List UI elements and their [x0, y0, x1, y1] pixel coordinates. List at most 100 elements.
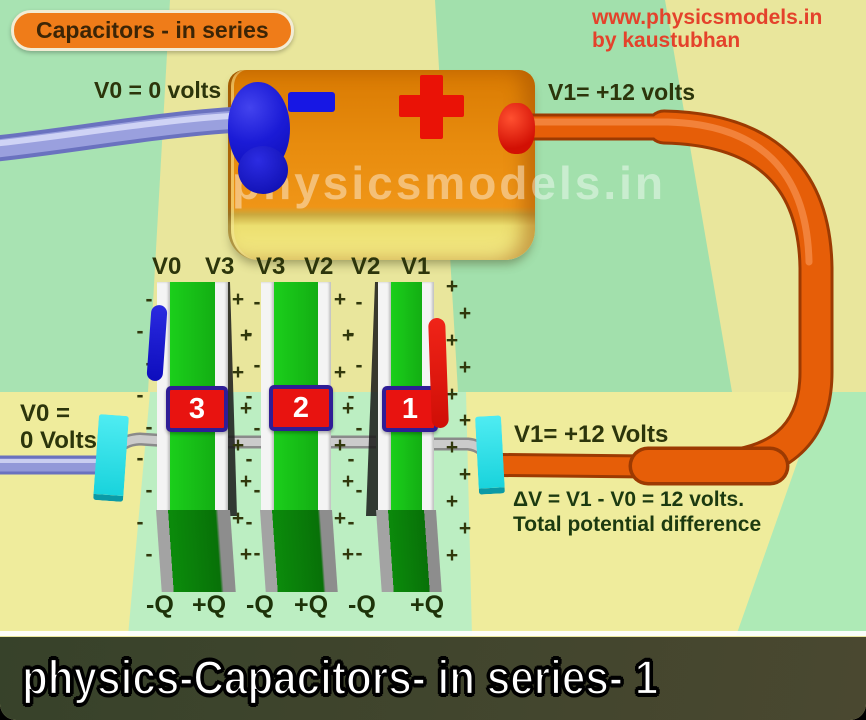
minus-sign: -	[355, 479, 363, 503]
lesson-title-badge: Capacitors - in series	[11, 10, 294, 51]
orange-wire-tail	[493, 456, 711, 476]
cap3-negative-charge-label: -Q	[146, 591, 174, 619]
minus-sign: -	[136, 383, 144, 407]
cap2-negative-charge-label: -Q	[246, 591, 274, 619]
potential-difference-summary: ΔV = V1 - V0 = 12 volts. Total potential…	[513, 487, 761, 537]
plate-label-1: V3	[205, 253, 235, 280]
blue-wire	[0, 110, 261, 158]
capacitor-1	[366, 282, 442, 594]
capacitor-3-number: 3	[188, 392, 206, 425]
capacitor-1-number: 1	[401, 392, 419, 425]
minus-sign: -	[253, 479, 261, 503]
minus-sign: -	[136, 447, 144, 471]
minus-sign: -	[355, 542, 363, 565]
minus-sign: -	[145, 479, 153, 503]
divider-line	[0, 631, 866, 636]
left-node-voltage-line1: V0 =	[20, 400, 71, 427]
plate-label-4: V2	[351, 253, 381, 280]
minus-sign: -	[145, 543, 153, 566]
minus-column-cap2-left: ---------	[245, 291, 267, 565]
minus-sign: -	[253, 353, 261, 377]
left-node-voltage: V0 = 0 Volts	[20, 400, 97, 454]
battery-negative-voltage-label: V0 = 0 volts	[94, 77, 222, 103]
capacitor-2-base	[260, 510, 338, 592]
plus-sign: +	[445, 275, 459, 298]
minus-sign: -	[145, 288, 153, 311]
minus-sign: -	[355, 291, 363, 314]
plus-sign: +	[231, 360, 245, 384]
minus-sign: -	[136, 319, 144, 343]
blue-wire-highlight	[0, 112, 253, 147]
plate-label-5: V1	[401, 253, 431, 280]
minus-column-cap1-left: ---------	[347, 291, 369, 565]
battery-positive-terminal	[498, 103, 535, 154]
right-node-voltage: V1= +12 Volts	[514, 421, 669, 448]
video-title: physics-Capacitors- in series- 1	[21, 651, 659, 706]
capacitor-3	[156, 282, 239, 594]
plus-sign: +	[333, 433, 347, 457]
capacitor-3-base	[156, 510, 236, 592]
plus-sign: +	[445, 328, 459, 352]
orange-wire-arc-outline	[646, 109, 834, 486]
minus-sign: -	[347, 510, 355, 534]
left-connector	[93, 414, 129, 502]
capacitor-2	[260, 282, 338, 594]
battery-watermark: physicsmodels.in	[232, 157, 667, 209]
orange-wire-tail-outline	[490, 453, 714, 479]
capacitor-2-number: 2	[292, 391, 310, 424]
plus-sign: +	[445, 436, 459, 460]
plus-sign: +	[458, 517, 472, 541]
minus-sign: -	[245, 510, 253, 534]
blue-wire-outline	[0, 106, 265, 162]
minus-sign: -	[347, 447, 355, 471]
credit-author: by kaustubhan	[592, 29, 741, 52]
minus-sign: -	[145, 415, 153, 439]
minus-sign: -	[355, 353, 363, 377]
capacitor-1-number-badge: 1	[382, 386, 438, 432]
plate-label-2: V3	[256, 253, 286, 280]
plus-sign: +	[445, 490, 459, 514]
cap1-positive-charge-label: +Q	[410, 591, 445, 619]
credit-block: www.physicsmodels.in by kaustubhan	[592, 6, 822, 52]
cap3-positive-charge-label: +Q	[192, 591, 227, 619]
plus-sign: +	[458, 409, 472, 433]
plus-sign: +	[458, 463, 472, 487]
plus-sign: +	[333, 360, 347, 384]
battery-positive-voltage-label: V1= +12 volts	[548, 79, 696, 105]
right-connector	[474, 415, 506, 495]
capacitor-3-number-badge: 3	[166, 386, 228, 432]
plus-sign: +	[445, 543, 459, 567]
plus-sign: +	[231, 433, 245, 457]
minus-sign: -	[245, 322, 253, 346]
minus-symbol	[288, 92, 335, 112]
plus-sign: +	[231, 288, 245, 311]
minus-sign: -	[245, 385, 253, 409]
minus-sign: -	[253, 291, 261, 314]
minus-sign: -	[347, 385, 355, 409]
summary-equation: ΔV = V1 - V0 = 12 volts.	[513, 488, 745, 511]
plate-label-0: V0	[152, 253, 182, 280]
left-node-voltage-line2: 0 Volts	[20, 427, 97, 454]
orange-wire-arc	[649, 112, 831, 483]
plus-sign: +	[458, 301, 472, 325]
plus-sign: +	[333, 506, 347, 530]
summary-caption: Total potential difference	[513, 513, 762, 536]
cap1-negative-charge-label: -Q	[348, 591, 376, 619]
minus-sign: -	[136, 511, 144, 535]
minus-sign: -	[355, 416, 363, 440]
capacitor-1-base	[376, 510, 442, 592]
plus-sign: +	[458, 355, 472, 379]
minus-sign: -	[245, 447, 253, 471]
capacitor-2-number-badge: 2	[269, 385, 333, 431]
plus-sign: +	[333, 288, 347, 311]
minus-sign: -	[253, 542, 261, 565]
minus-sign: -	[253, 416, 261, 440]
plus-sign: +	[231, 506, 245, 530]
plus-symbol-horizontal	[399, 95, 464, 117]
video-title-bar: physics-Capacitors- in series- 1	[0, 637, 866, 720]
cap2-positive-charge-label: +Q	[294, 591, 329, 619]
battery-negative-terminal-lower	[238, 146, 288, 194]
plate-label-3: V2	[304, 253, 334, 280]
minus-sign: -	[347, 322, 355, 346]
